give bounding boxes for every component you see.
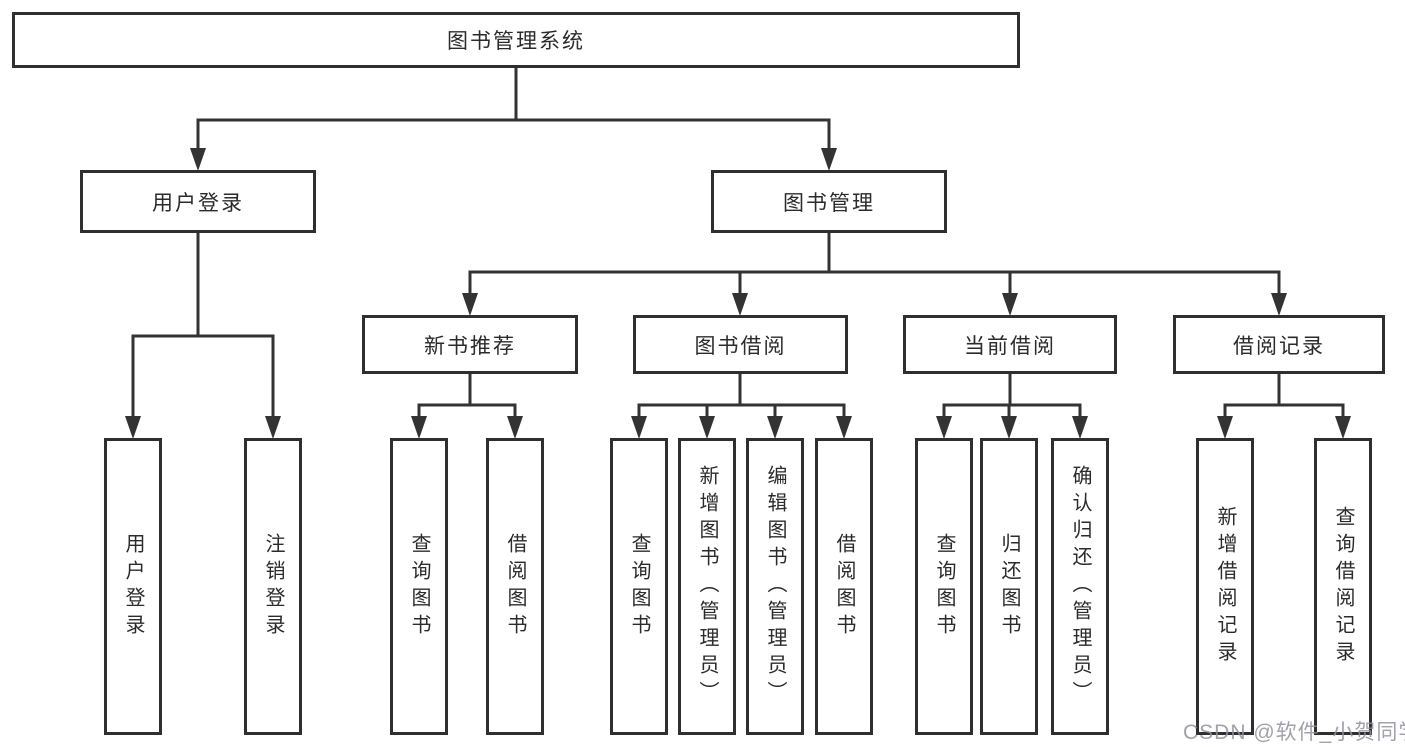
leaf-query-books-current: 查询图书 bbox=[915, 438, 973, 735]
node-label: 确认归还（管理员） bbox=[1069, 465, 1091, 708]
leaf-borrow-books-borrowing: 借阅图书 bbox=[815, 438, 873, 735]
leaf-logout: 注销登录 bbox=[244, 438, 302, 735]
node-label: 新书推荐 bbox=[424, 334, 516, 358]
node-book-borrowing: 图书借阅 bbox=[633, 315, 848, 374]
node-label: 新增借阅记录 bbox=[1214, 505, 1236, 668]
leaf-query-books-borrowing: 查询图书 bbox=[610, 438, 668, 735]
node-label: 图书借阅 bbox=[694, 334, 787, 358]
node-book-management: 图书管理 bbox=[711, 170, 947, 233]
leaf-add-borrow-record: 新增借阅记录 bbox=[1196, 438, 1254, 735]
node-new-book-recommend: 新书推荐 bbox=[362, 315, 578, 374]
leaf-user-login: 用户登录 bbox=[104, 438, 162, 735]
node-label: 查询图书 bbox=[408, 532, 430, 641]
csdn-watermark: CSDN @软件_小贺同学 bbox=[1183, 721, 1405, 744]
node-label: 借阅图书 bbox=[504, 532, 526, 641]
node-library-management-system: 图书管理系统 bbox=[12, 12, 1020, 68]
connector-current-borrowing-to-leaves bbox=[936, 372, 1088, 439]
node-user-login: 用户登录 bbox=[80, 170, 316, 233]
node-label: 查询图书 bbox=[628, 532, 650, 641]
node-label: 新增图书（管理员） bbox=[696, 465, 718, 708]
leaf-add-book-admin: 新增图书（管理员） bbox=[678, 438, 736, 735]
node-label: 编辑图书（管理员） bbox=[764, 465, 786, 708]
connector-book-borrowing-to-leaves bbox=[631, 372, 852, 439]
leaf-return-books: 归还图书 bbox=[980, 438, 1038, 735]
connector-root-to-level2 bbox=[190, 66, 837, 171]
leaf-query-books-recommend: 查询图书 bbox=[390, 438, 448, 735]
leaf-confirm-return-admin: 确认归还（管理员） bbox=[1051, 438, 1109, 735]
connector-book-management-to-level3 bbox=[462, 231, 1287, 316]
leaf-edit-book-admin: 编辑图书（管理员） bbox=[746, 438, 804, 735]
node-label: 借阅图书 bbox=[833, 532, 855, 641]
connector-user-login-to-leaves bbox=[125, 231, 281, 439]
node-label: 借阅记录 bbox=[1233, 334, 1325, 358]
node-label: 注销登录 bbox=[262, 532, 284, 641]
node-label: 查询借阅记录 bbox=[1332, 505, 1354, 668]
node-label: 图书管理 bbox=[783, 191, 875, 215]
node-label: 用户登录 bbox=[152, 191, 244, 215]
leaf-borrow-books-recommend: 借阅图书 bbox=[486, 438, 544, 735]
node-label: 归还图书 bbox=[998, 532, 1020, 641]
connector-new-book-recommend-to-leaves bbox=[411, 372, 523, 439]
connector-borrowing-records-to-leaves bbox=[1217, 372, 1351, 439]
node-label: 用户登录 bbox=[122, 532, 144, 641]
node-current-borrowing: 当前借阅 bbox=[903, 315, 1117, 374]
node-label: 图书管理系统 bbox=[447, 30, 585, 53]
node-borrowing-records: 借阅记录 bbox=[1173, 315, 1385, 374]
node-label: 当前借阅 bbox=[964, 334, 1056, 358]
node-label: 查询图书 bbox=[933, 532, 955, 641]
leaf-query-borrow-record: 查询借阅记录 bbox=[1314, 438, 1372, 735]
